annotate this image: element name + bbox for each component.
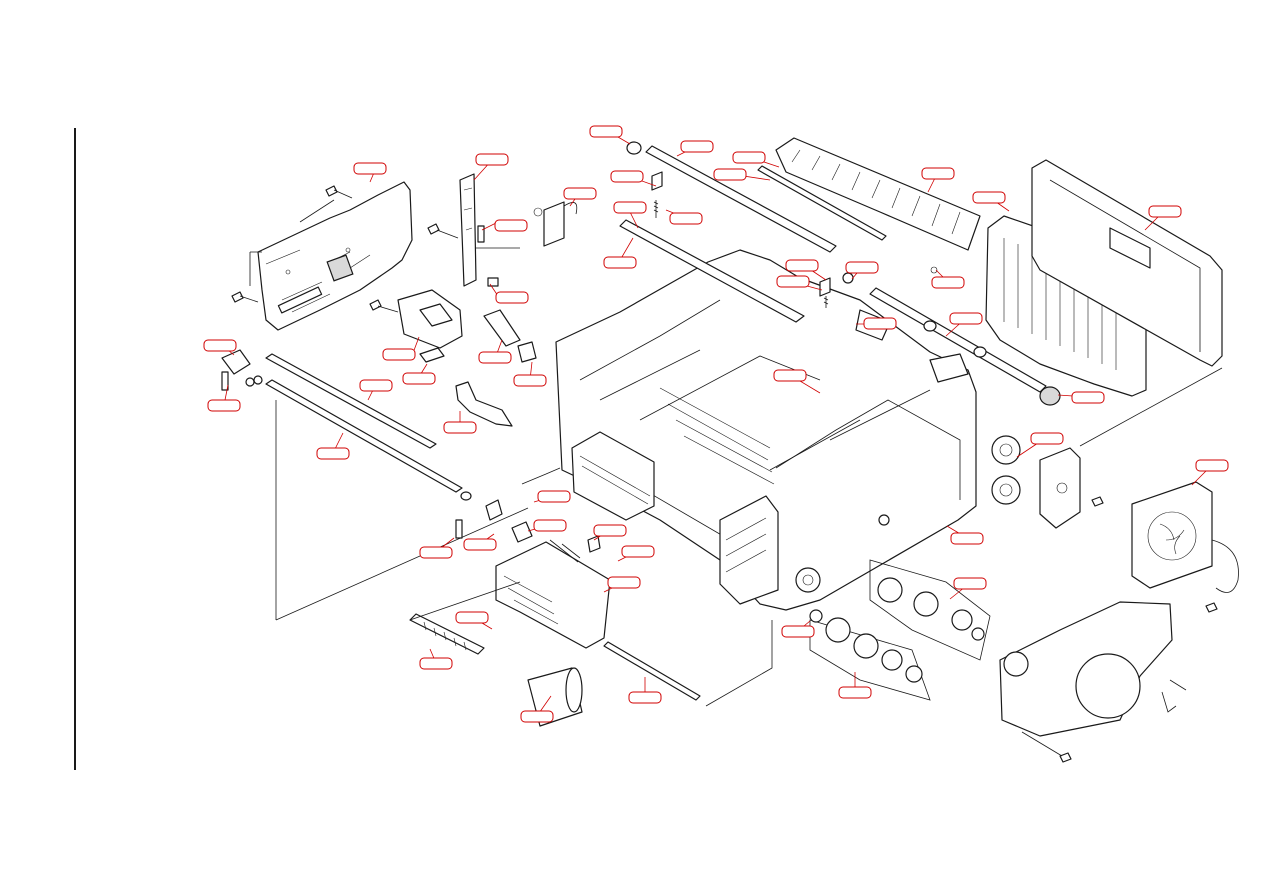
pickup-shaft bbox=[603, 620, 773, 707]
callout bbox=[402, 372, 436, 385]
callout bbox=[621, 545, 655, 558]
callout-labels bbox=[203, 125, 1229, 723]
callout-box bbox=[781, 625, 815, 638]
callout bbox=[972, 191, 1006, 204]
callout bbox=[669, 212, 703, 225]
callout bbox=[316, 447, 350, 460]
callout bbox=[921, 167, 955, 180]
callout bbox=[607, 576, 641, 589]
callout bbox=[419, 546, 453, 559]
callout bbox=[732, 151, 766, 164]
callout bbox=[495, 291, 529, 304]
callout bbox=[207, 399, 241, 412]
callout bbox=[563, 187, 597, 200]
callout bbox=[353, 162, 387, 175]
callout-box bbox=[419, 657, 453, 670]
callout bbox=[478, 351, 512, 364]
lower-left-brackets bbox=[221, 349, 513, 427]
gear-train bbox=[809, 559, 991, 701]
feed-assembly bbox=[455, 467, 611, 649]
callout-box bbox=[838, 686, 872, 699]
callout-box bbox=[520, 710, 554, 723]
callout bbox=[1030, 432, 1064, 445]
callout bbox=[443, 421, 477, 434]
callout bbox=[359, 379, 393, 392]
callout bbox=[513, 374, 547, 387]
callout bbox=[949, 312, 983, 325]
drive-motor-assembly bbox=[999, 601, 1187, 763]
callout bbox=[475, 153, 509, 166]
cooling-fan bbox=[1131, 481, 1239, 613]
small-parts-top bbox=[533, 171, 938, 308]
callout bbox=[931, 276, 965, 289]
callout-box bbox=[953, 577, 987, 590]
callout bbox=[589, 125, 623, 138]
callout bbox=[1195, 459, 1229, 472]
callout bbox=[613, 201, 647, 214]
paper-guide-top bbox=[775, 137, 981, 251]
sprocket-bar bbox=[409, 581, 521, 655]
callout bbox=[785, 259, 819, 272]
callout bbox=[603, 256, 637, 269]
callout bbox=[845, 261, 879, 274]
callout bbox=[1148, 205, 1182, 218]
callout-box bbox=[455, 611, 489, 624]
callout bbox=[593, 524, 627, 537]
callout bbox=[776, 275, 810, 288]
side-bracket bbox=[459, 173, 520, 287]
upper-rollers bbox=[619, 141, 1061, 406]
callout-box bbox=[950, 532, 984, 545]
callout bbox=[494, 219, 528, 232]
callout-box bbox=[628, 691, 662, 704]
callout bbox=[382, 348, 416, 361]
board-screws bbox=[231, 185, 459, 313]
rear-cover bbox=[1031, 159, 1223, 447]
callout bbox=[610, 170, 644, 183]
shafts-left bbox=[265, 353, 529, 621]
control-board bbox=[249, 181, 413, 331]
sensor-bracket bbox=[397, 289, 537, 363]
callout bbox=[713, 168, 747, 181]
callout bbox=[537, 490, 571, 503]
gears-right bbox=[991, 435, 1104, 529]
callout bbox=[203, 339, 237, 352]
callout bbox=[463, 538, 497, 551]
callout bbox=[680, 140, 714, 153]
callout bbox=[863, 317, 897, 330]
callout bbox=[1071, 391, 1105, 404]
callout bbox=[533, 519, 567, 532]
callout bbox=[773, 369, 807, 382]
